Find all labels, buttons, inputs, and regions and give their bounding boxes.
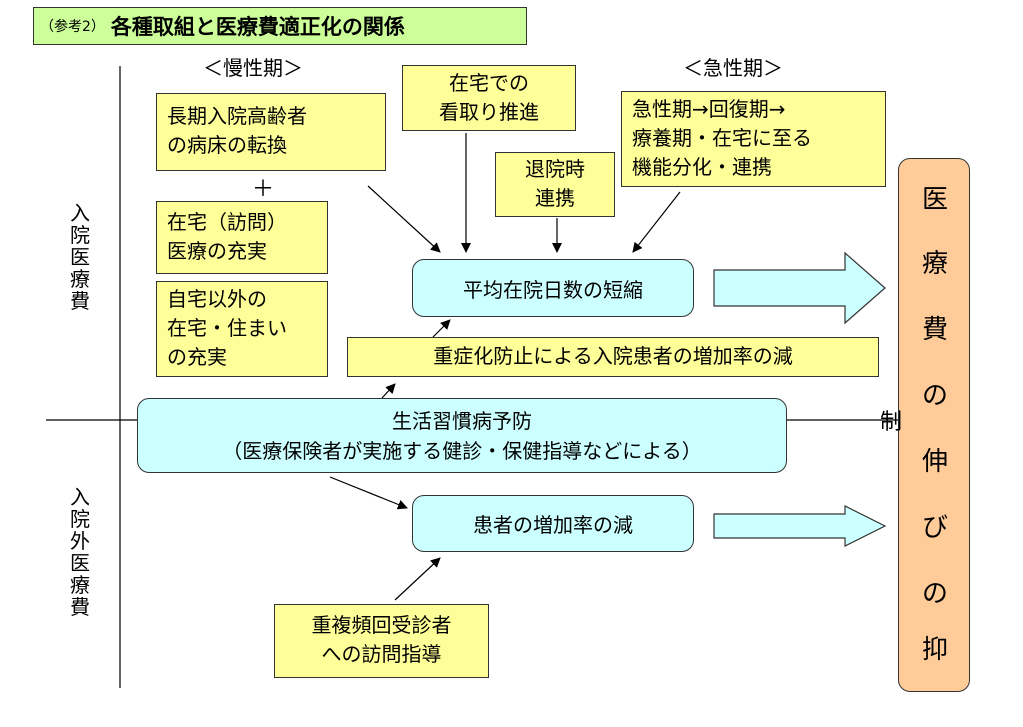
box-discharge-coordination: 退院時連携 [495,152,615,217]
header-acute: ＜急性期＞ [683,56,783,80]
box-home-other: 自宅以外の在宅・住まいの充実 [156,281,328,377]
box-end-of-life: 在宅での看取り推進 [402,65,576,131]
result-char-3: 費 [921,315,948,345]
box-acute-functional-flow: 急性期→回復期→療養期・在宅に至る機能分化・連携 [621,91,886,187]
title-main: 各種取組と医療費適正化の関係 [110,15,405,39]
arrow-lifestyle-to-severity [381,383,396,399]
result-char-1: 医 [921,185,948,215]
block-arrow-upper [713,251,886,325]
header-chronic: ＜慢性期＞ [203,56,303,80]
result-char-8: 抑 [921,635,948,665]
box-medical-cost-restraint: 医 療 費 の 伸 び の 抑 [898,158,970,692]
label-inpatient: 入院医療費 [70,201,90,313]
box-home-visit-care: 在宅（訪問）医療の充実 [156,201,328,274]
arrow-elderly-to-avgstay [367,185,441,253]
result-char-5: 伸 [921,447,948,477]
arrow-frequent-to-patient [394,557,441,601]
box-lifestyle-disease-prevention: 生活習慣病予防 （医療保険者が実施する健診・保健指導などによる） [137,398,787,473]
label-outpatient: 入院外医療費 [70,485,90,619]
box-frequent-visitors: 重複頻回受診者への訪問指導 [274,604,489,678]
title-box: （参考2） 各種取組と医療費適正化の関係 [33,7,527,45]
arrow-lifestyle-to-patient [329,476,408,510]
result-char-6: び [921,513,948,543]
arrow-severity-to-avgstay [432,319,451,338]
plus-sign: ＋ [252,177,275,202]
result-char-2: 療 [921,249,948,279]
title-prefix: （参考2） [40,19,105,35]
box-avg-stay-reduction: 平均在院日数の短縮 [412,259,694,317]
result-char-7: の [921,579,948,609]
box-elderly-beds: 長期入院高齢者の病床の転換 [156,93,386,171]
arrow-acute-to-avgstay [632,191,681,253]
box-severity-prevention: 重症化防止による入院患者の増加率の減 [347,337,879,377]
result-char-4: の [921,381,948,411]
result-overflow-char: 制 [880,410,903,435]
box-patient-increase-reduction: 患者の増加率の減 [412,495,694,552]
block-arrow-lower [713,505,887,547]
